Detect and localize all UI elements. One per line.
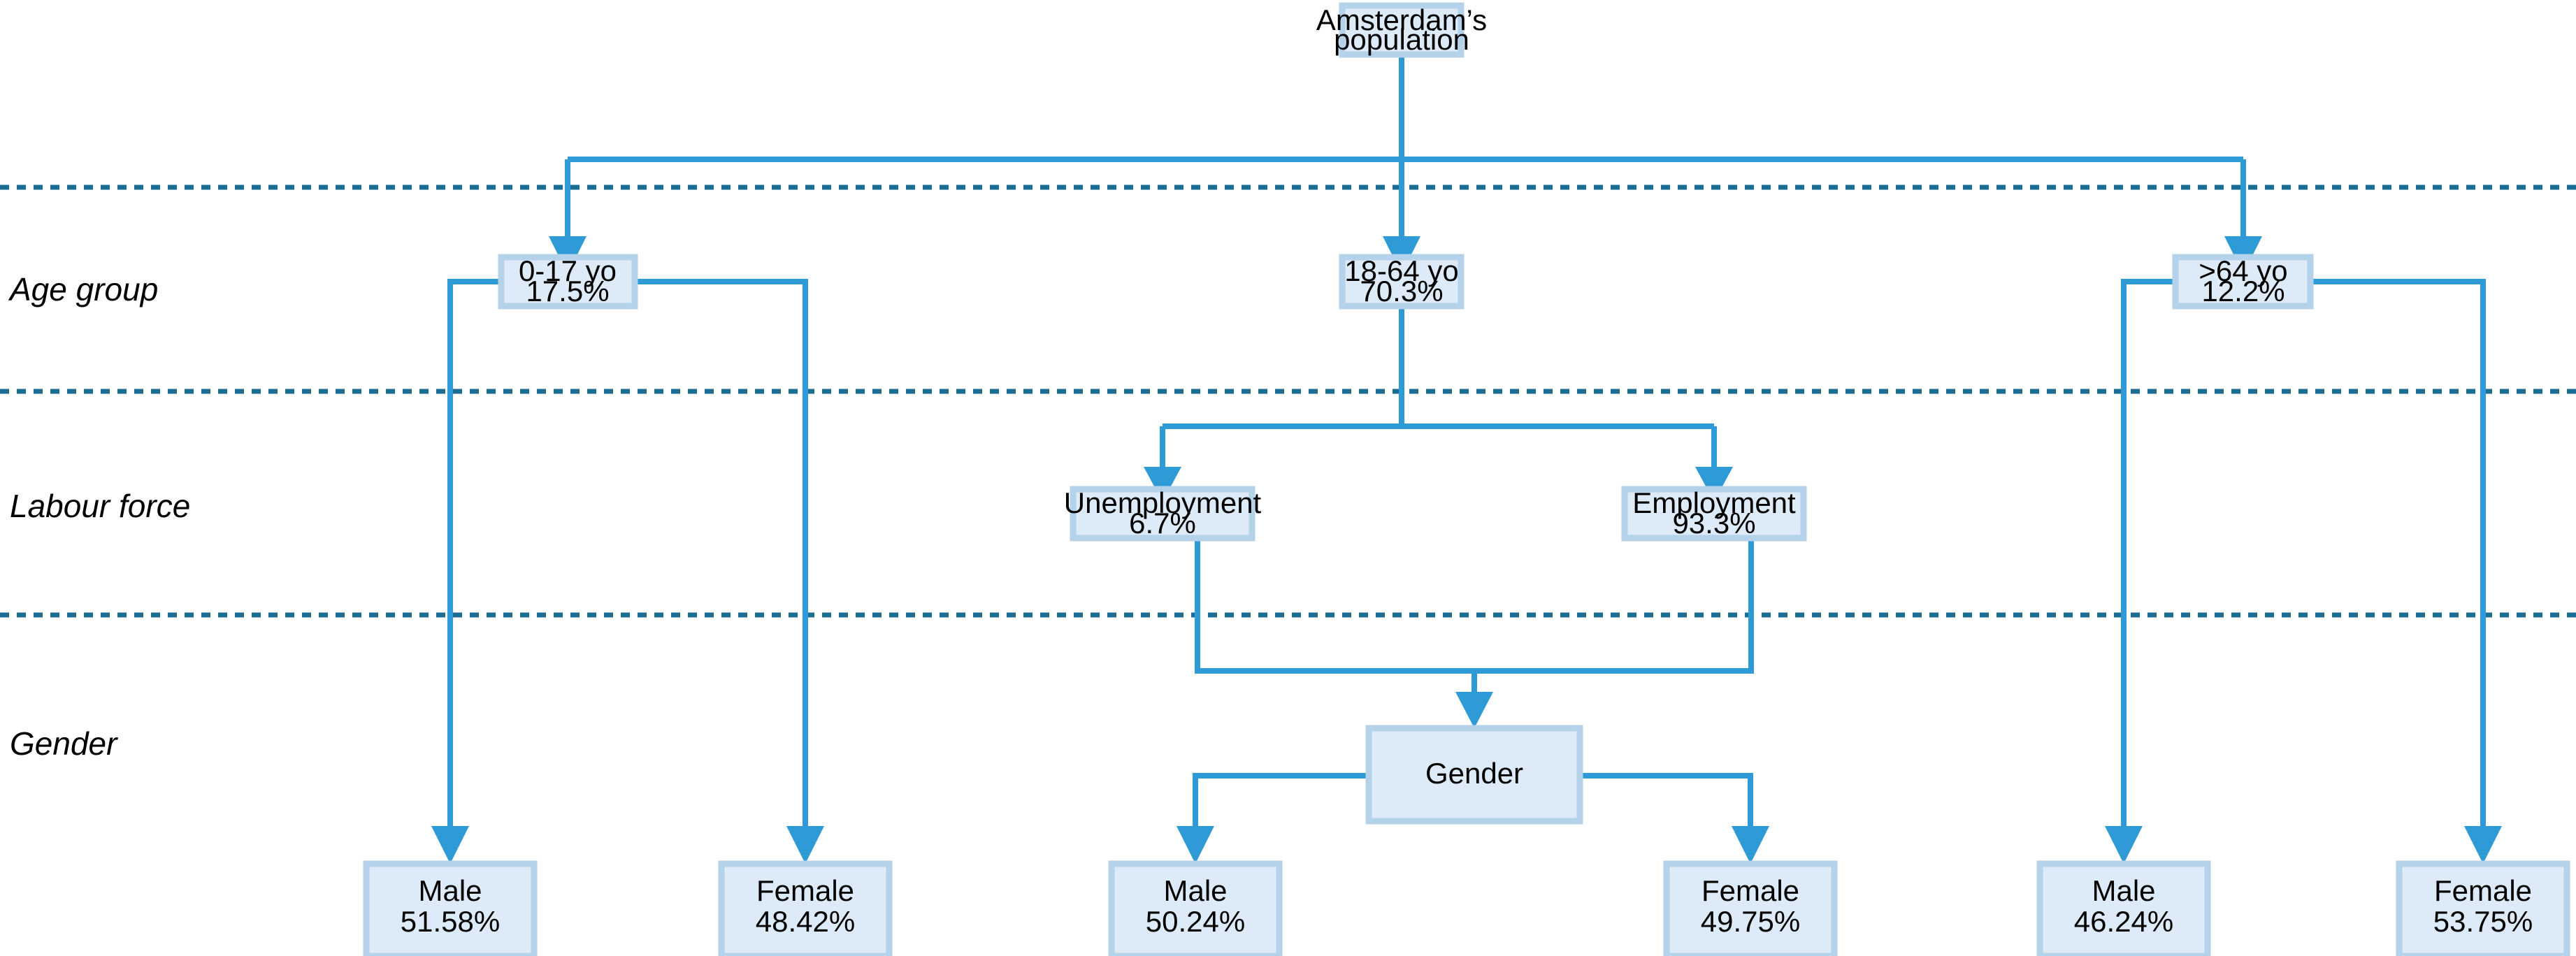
node-line2: 50.24% — [1146, 905, 1245, 938]
node-box — [1365, 725, 1583, 825]
node-line1: Female — [1701, 874, 1799, 907]
node-box — [718, 860, 893, 956]
node-line1: Amsterdam’s — [1316, 3, 1487, 36]
node-unemployment[interactable]: Unemployment 6.7% — [1064, 486, 1262, 542]
node-line1: Male — [1163, 874, 1227, 907]
node-female-0-17[interactable]: Female 48.42% — [718, 860, 893, 956]
arrowhead-male-65up — [2105, 826, 2143, 864]
node-female-18-64[interactable]: Female 49.75% — [1663, 860, 1838, 956]
arrowhead-male-18-64 — [1177, 826, 1214, 864]
node-line2: 51.58% — [401, 905, 500, 938]
node-line2: 53.75% — [2433, 905, 2533, 938]
arrowhead-female-0-17 — [786, 826, 824, 864]
node-box — [498, 254, 638, 310]
node-line2: 46.24% — [2074, 905, 2173, 938]
node-line2: 12.2% — [2201, 275, 2284, 307]
node-box — [1339, 254, 1465, 310]
node-box — [1108, 860, 1283, 956]
conn-65up-to-female — [2310, 279, 2486, 826]
node-line1: Female — [756, 874, 854, 907]
conn-0-17-to-female — [635, 279, 808, 826]
node-box — [1663, 860, 1838, 956]
node-box — [1070, 486, 1255, 542]
node-line1: >64 yo — [2199, 254, 2287, 287]
node-line1: Gender — [1425, 757, 1523, 790]
arrowhead-employment — [1695, 467, 1733, 502]
node-line2: 93.3% — [1672, 507, 1755, 539]
row-label-gender: Gender — [10, 725, 118, 762]
node-male-65up[interactable]: Male 46.24% — [2036, 860, 2211, 956]
conn-65up-to-male — [2121, 279, 2175, 826]
conn-0-17-to-male — [447, 279, 501, 826]
node-line2: 48.42% — [756, 905, 855, 938]
node-box — [2396, 860, 2570, 956]
conn-labour-merge — [1195, 538, 1754, 674]
node-box — [363, 860, 538, 956]
node-line1: Male — [418, 874, 482, 907]
node-box — [1339, 2, 1465, 58]
arrowhead-female-18-64 — [1732, 826, 1769, 864]
node-line2: 6.7% — [1129, 507, 1196, 539]
node-male-0-17[interactable]: Male 51.58% — [363, 860, 538, 956]
node-box — [2172, 254, 2314, 310]
node-age-65up[interactable]: >64 yo 12.2% — [2172, 254, 2314, 310]
node-line1: Male — [2092, 874, 2155, 907]
row-label-labour-force: Labour force — [10, 488, 190, 524]
node-line2: population — [1334, 23, 1469, 56]
node-employment[interactable]: Employment 93.3% — [1621, 486, 1807, 542]
arrowhead-female-65up — [2464, 826, 2502, 864]
arrowhead-unemployment — [1144, 467, 1181, 502]
node-line2: 17.5% — [526, 275, 609, 307]
node-line2: 49.75% — [1701, 905, 1800, 938]
node-line1: 18-64 yo — [1344, 254, 1458, 287]
row-label-age-group: Age group — [8, 271, 158, 307]
node-gender-hub[interactable]: Gender — [1365, 725, 1583, 825]
node-age-0-17[interactable]: 0-17 yo 17.5% — [498, 254, 638, 310]
node-box — [2036, 860, 2211, 956]
node-line1: Unemployment — [1064, 486, 1262, 519]
conn-gender-to-female — [1580, 773, 1753, 826]
node-male-18-64[interactable]: Male 50.24% — [1108, 860, 1283, 956]
node-line1: 0-17 yo — [519, 254, 617, 287]
arrowhead-male-0-17 — [431, 826, 469, 864]
node-age-18-64[interactable]: 18-64 yo 70.3% — [1339, 254, 1465, 310]
node-amsterdam-population[interactable]: Amsterdam’s population — [1316, 2, 1487, 58]
conn-gender-to-male — [1193, 773, 1369, 826]
node-line1: Employment — [1632, 486, 1796, 519]
arrowhead-gender-hub — [1455, 692, 1493, 728]
node-box — [1621, 486, 1807, 542]
node-line1: Female — [2434, 874, 2532, 907]
node-line2: 70.3% — [1360, 275, 1443, 307]
node-female-65up[interactable]: Female 53.75% — [2396, 860, 2570, 956]
